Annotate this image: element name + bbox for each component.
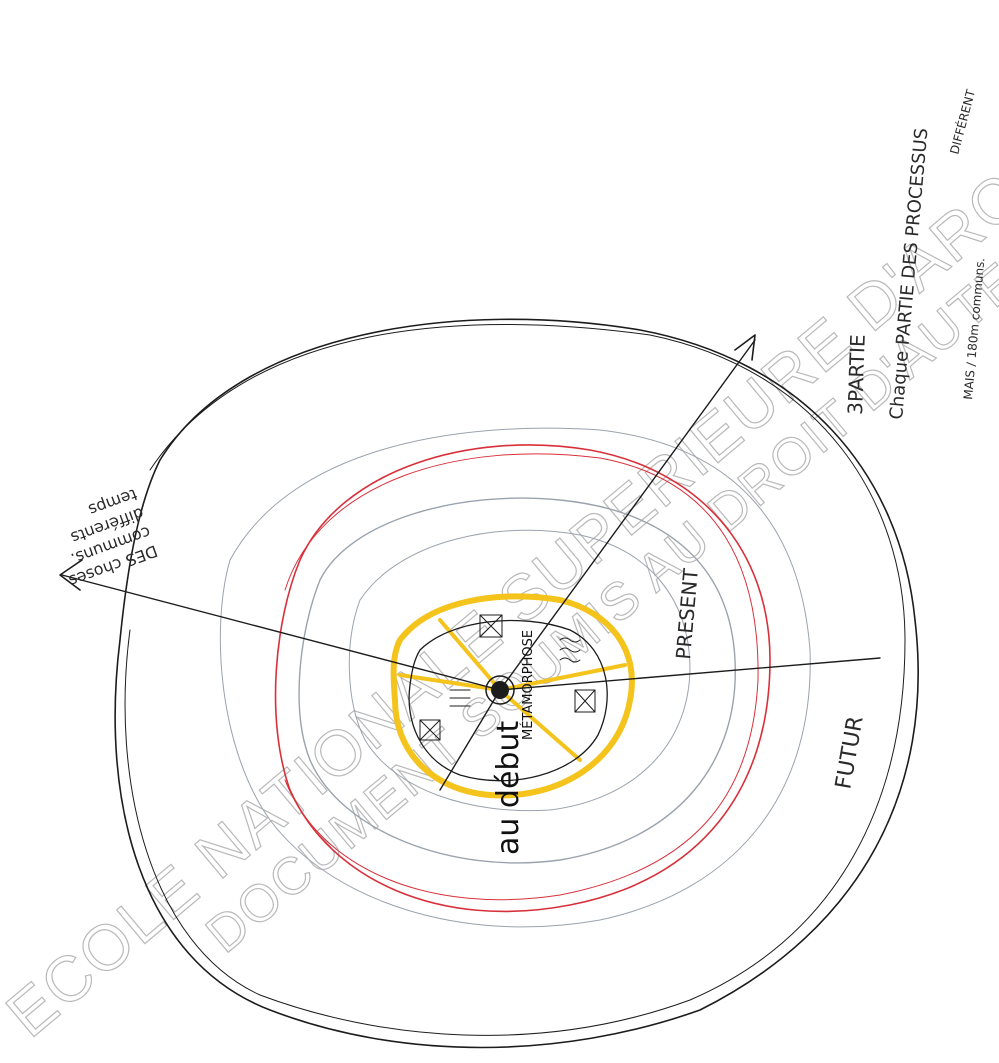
center-sketches (419, 614, 596, 741)
yellow-wedge-down (498, 688, 582, 762)
center-circle (485, 675, 515, 705)
center-yellow-shape (390, 593, 635, 799)
arrow-up-right (499, 339, 756, 691)
arrow-up-right-head (734, 334, 756, 361)
title-line2b-group: DIFFÉRENT (946, 87, 978, 156)
inner-core (408, 619, 608, 782)
label-start-group: au début (491, 721, 526, 855)
label-start: au début (491, 721, 526, 855)
arrow-left (61, 574, 501, 691)
outer-ring (114, 318, 919, 1049)
yellow-wedge-left (398, 673, 502, 692)
label-futur-group: FUTUR (831, 714, 868, 791)
spoke-down-left (439, 689, 501, 791)
outer-grey-ring (219, 427, 811, 928)
present-ring (298, 497, 736, 864)
title-block: 3PARTIE (843, 334, 870, 415)
inner-grey-ring (348, 529, 691, 812)
spoke-present-futur (499, 657, 881, 691)
label-metamorphose: MÉTAMORPHOSE (520, 630, 536, 740)
arrow-left-head (59, 559, 83, 591)
yellow-wedge-right (498, 663, 627, 692)
title-line1: 3PARTIE (843, 334, 870, 415)
red-ring (274, 444, 771, 913)
side-note: DES choses communs. différents temps (66, 485, 160, 591)
title-line2b: DIFFÉRENT (946, 87, 978, 156)
label-metamorphose-group: MÉTAMORPHOSE (520, 630, 536, 740)
label-futur: FUTUR (831, 714, 868, 791)
red-ring-2 (284, 453, 759, 901)
outer-ring-2 (124, 323, 906, 1036)
